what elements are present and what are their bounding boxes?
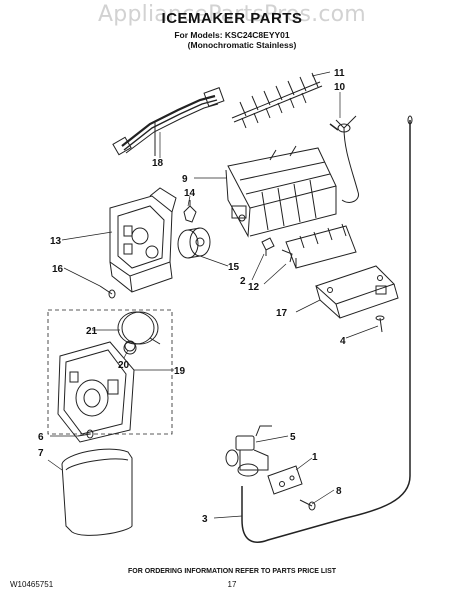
water-valve-part [225, 425, 272, 477]
callout-19: 19 [174, 366, 186, 377]
module-assembly-outline [47, 309, 173, 435]
control-module-part [57, 341, 135, 443]
ejector-part [231, 72, 323, 129]
models-line: For Models: KSC24C8EYY01 [174, 30, 290, 40]
callout-2: 2 [240, 276, 246, 287]
screw-6 [77, 429, 94, 439]
screw-4 [375, 315, 385, 333]
callout-14: 14 [184, 188, 196, 199]
callout-5: 5 [290, 432, 296, 443]
callout-17: 17 [276, 308, 288, 319]
callout-15: 15 [228, 262, 240, 273]
screw-8 [299, 499, 316, 511]
callout-13: 13 [50, 236, 62, 247]
wire-harness-part [112, 87, 225, 156]
motor-part [117, 311, 161, 352]
gear-part [123, 341, 137, 355]
leader-lines [47, 71, 379, 519]
callout-7: 7 [38, 448, 44, 459]
callout-3: 3 [202, 514, 208, 525]
coupling-part [177, 227, 211, 259]
callout-21: 21 [86, 326, 98, 337]
feeler-arm-part [329, 115, 359, 203]
page-number: 17 [227, 580, 237, 589]
fill-tube-part [241, 115, 413, 543]
ice-mold-part [225, 145, 337, 238]
control-housing-part [109, 187, 177, 293]
callout-16: 16 [52, 264, 64, 275]
clip-part [183, 200, 197, 223]
document-number: W10465751 [10, 580, 54, 589]
callout-8: 8 [336, 486, 342, 497]
callout-18: 18 [152, 158, 164, 169]
callout-11: 11 [334, 68, 345, 79]
cover-part [61, 448, 133, 536]
bracket-part [315, 265, 399, 319]
valve-bracket-part [267, 465, 303, 495]
watermark: AppliancePartsPros.com [98, 2, 366, 27]
callout-20: 20 [118, 360, 130, 371]
callout-9: 9 [182, 174, 188, 185]
screw-16 [99, 285, 116, 299]
diagram-title: ICEMAKER PARTS [161, 10, 303, 27]
callout-10: 10 [334, 82, 346, 93]
thermostat-part [261, 237, 275, 256]
callout-6: 6 [38, 432, 44, 443]
callout-12: 12 [248, 282, 260, 293]
stripper-part [281, 223, 357, 269]
callout-1: 1 [312, 452, 318, 463]
ordering-note: FOR ORDERING INFORMATION REFER TO PARTS … [127, 568, 337, 575]
callout-4: 4 [340, 336, 346, 347]
finish-line: (Monochromatic Stainless) [187, 40, 297, 50]
